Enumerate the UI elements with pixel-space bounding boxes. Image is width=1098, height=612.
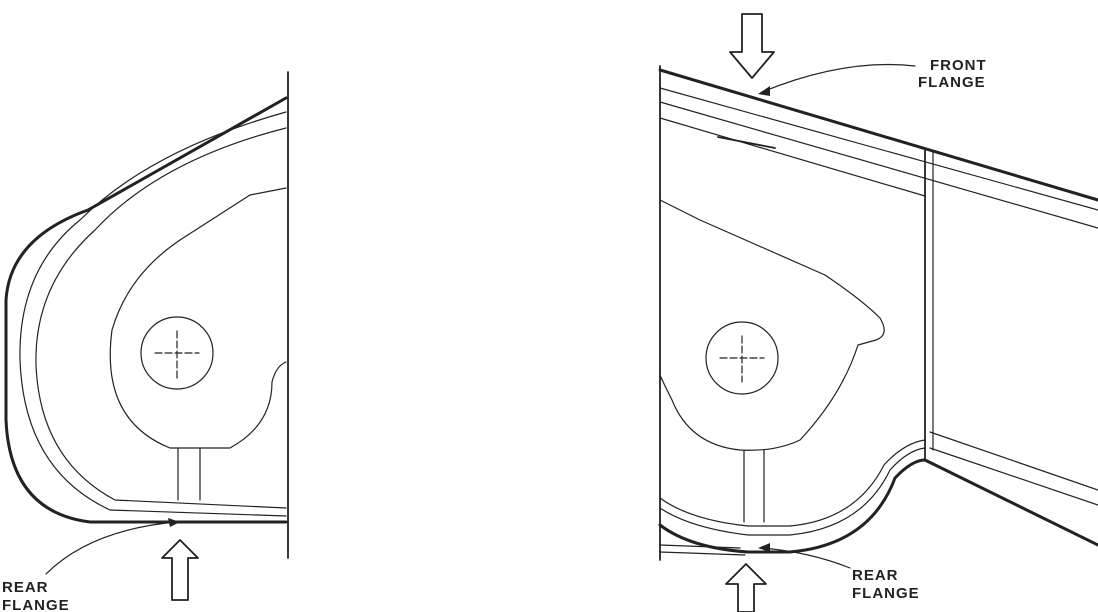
right-front-leader-arrowhead	[758, 86, 770, 96]
left-leader-arrowhead	[168, 518, 180, 527]
right-web-outline	[659, 199, 885, 451]
left-bolt-hole	[140, 316, 214, 390]
left-outer-outline	[4, 96, 288, 524]
right-bottom-curve-inner-1	[659, 447, 926, 536]
right-rear-flange-label-line2: FLANGE	[852, 585, 920, 602]
right-top-flange-edge	[658, 68, 1098, 202]
right-base-line-2	[659, 551, 746, 556]
right-bottom-curve-inner-2	[659, 439, 926, 527]
left-rear-flange-label-line2: FLANGE	[2, 597, 70, 612]
left-rear-arrow-icon	[161, 539, 199, 601]
right-front-arrow-icon	[729, 13, 775, 79]
right-base-line-1	[659, 544, 741, 549]
right-bottom-flange-2	[929, 447, 1098, 506]
left-rear-flange-label-line1: REAR	[2, 579, 49, 596]
right-rear-leader	[761, 547, 851, 569]
left-rear-leader	[45, 521, 177, 575]
right-top-flange-line-4	[659, 117, 926, 197]
right-rear-leader-arrowhead	[758, 543, 770, 552]
left-inner-band-1	[19, 111, 287, 517]
right-view: FRONT FLANGE REAR FLANGE	[658, 13, 1098, 612]
left-inner-band-2	[35, 127, 287, 509]
right-rear-flange-label-line1: REAR	[852, 567, 899, 584]
right-front-flange-label-line2: FLANGE	[918, 74, 986, 91]
right-front-flange-label-line1: FRONT	[930, 57, 987, 74]
left-view: REAR FLANGE	[2, 71, 289, 612]
right-top-mark	[717, 136, 776, 149]
right-top-flange-line-2	[659, 87, 1098, 211]
right-bolt-hole	[705, 321, 779, 395]
right-rear-arrow-icon	[725, 563, 767, 612]
right-bottom-curve-outer	[658, 458, 927, 554]
right-bottom-flange-1	[929, 431, 1098, 491]
left-web-outline	[109, 187, 287, 449]
right-front-leader	[761, 63, 916, 93]
right-top-flange-line-3	[659, 101, 1098, 229]
right-bottom-flange-3	[923, 458, 1098, 547]
